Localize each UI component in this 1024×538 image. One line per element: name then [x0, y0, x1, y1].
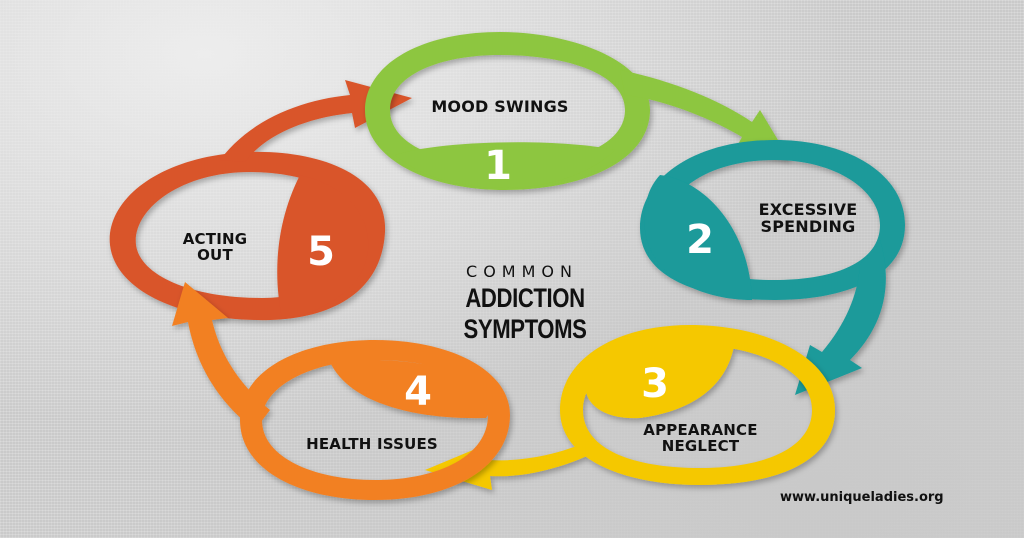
step-2-label-line2: SPENDING [760, 216, 856, 236]
step-2-label: EXCESSIVE SPENDING [738, 200, 878, 236]
step-3-label-line1: APPEARANCE [643, 421, 758, 439]
step-5-label-line2: OUT [197, 245, 233, 264]
step-5-number: 5 [307, 229, 335, 275]
step-3-label-line2: NEGLECT [661, 436, 740, 455]
step-1-shape [365, 32, 790, 190]
title-addiction-symptoms: ADDICTION SYMPTOMS [463, 283, 587, 344]
step-5-shape [109, 80, 412, 321]
website-url: www.uniqueladies.org [780, 490, 944, 505]
step-4-label-line1: HEALTH ISSUES [306, 435, 438, 453]
step-1-number: 1 [484, 143, 512, 189]
step-5-label-line1: ACTING [182, 230, 248, 248]
step-2-label-line1: EXCESSIVE [758, 200, 858, 219]
step-1-label: MOOD SWINGS [410, 97, 590, 116]
step-3-label: APPEARANCE NEGLECT [633, 421, 768, 455]
step-1-label-line1: MOOD SWINGS [431, 97, 569, 116]
step-2-shape [640, 140, 905, 395]
step-2-number: 2 [686, 217, 714, 263]
step-4-shape [172, 282, 510, 500]
step-4-number: 4 [404, 369, 432, 415]
step-3-number: 3 [641, 361, 669, 407]
title-common: COMMON [466, 262, 578, 281]
step-5-label: ACTING OUT [165, 230, 265, 264]
step-4-label: HEALTH ISSUES [282, 435, 462, 453]
